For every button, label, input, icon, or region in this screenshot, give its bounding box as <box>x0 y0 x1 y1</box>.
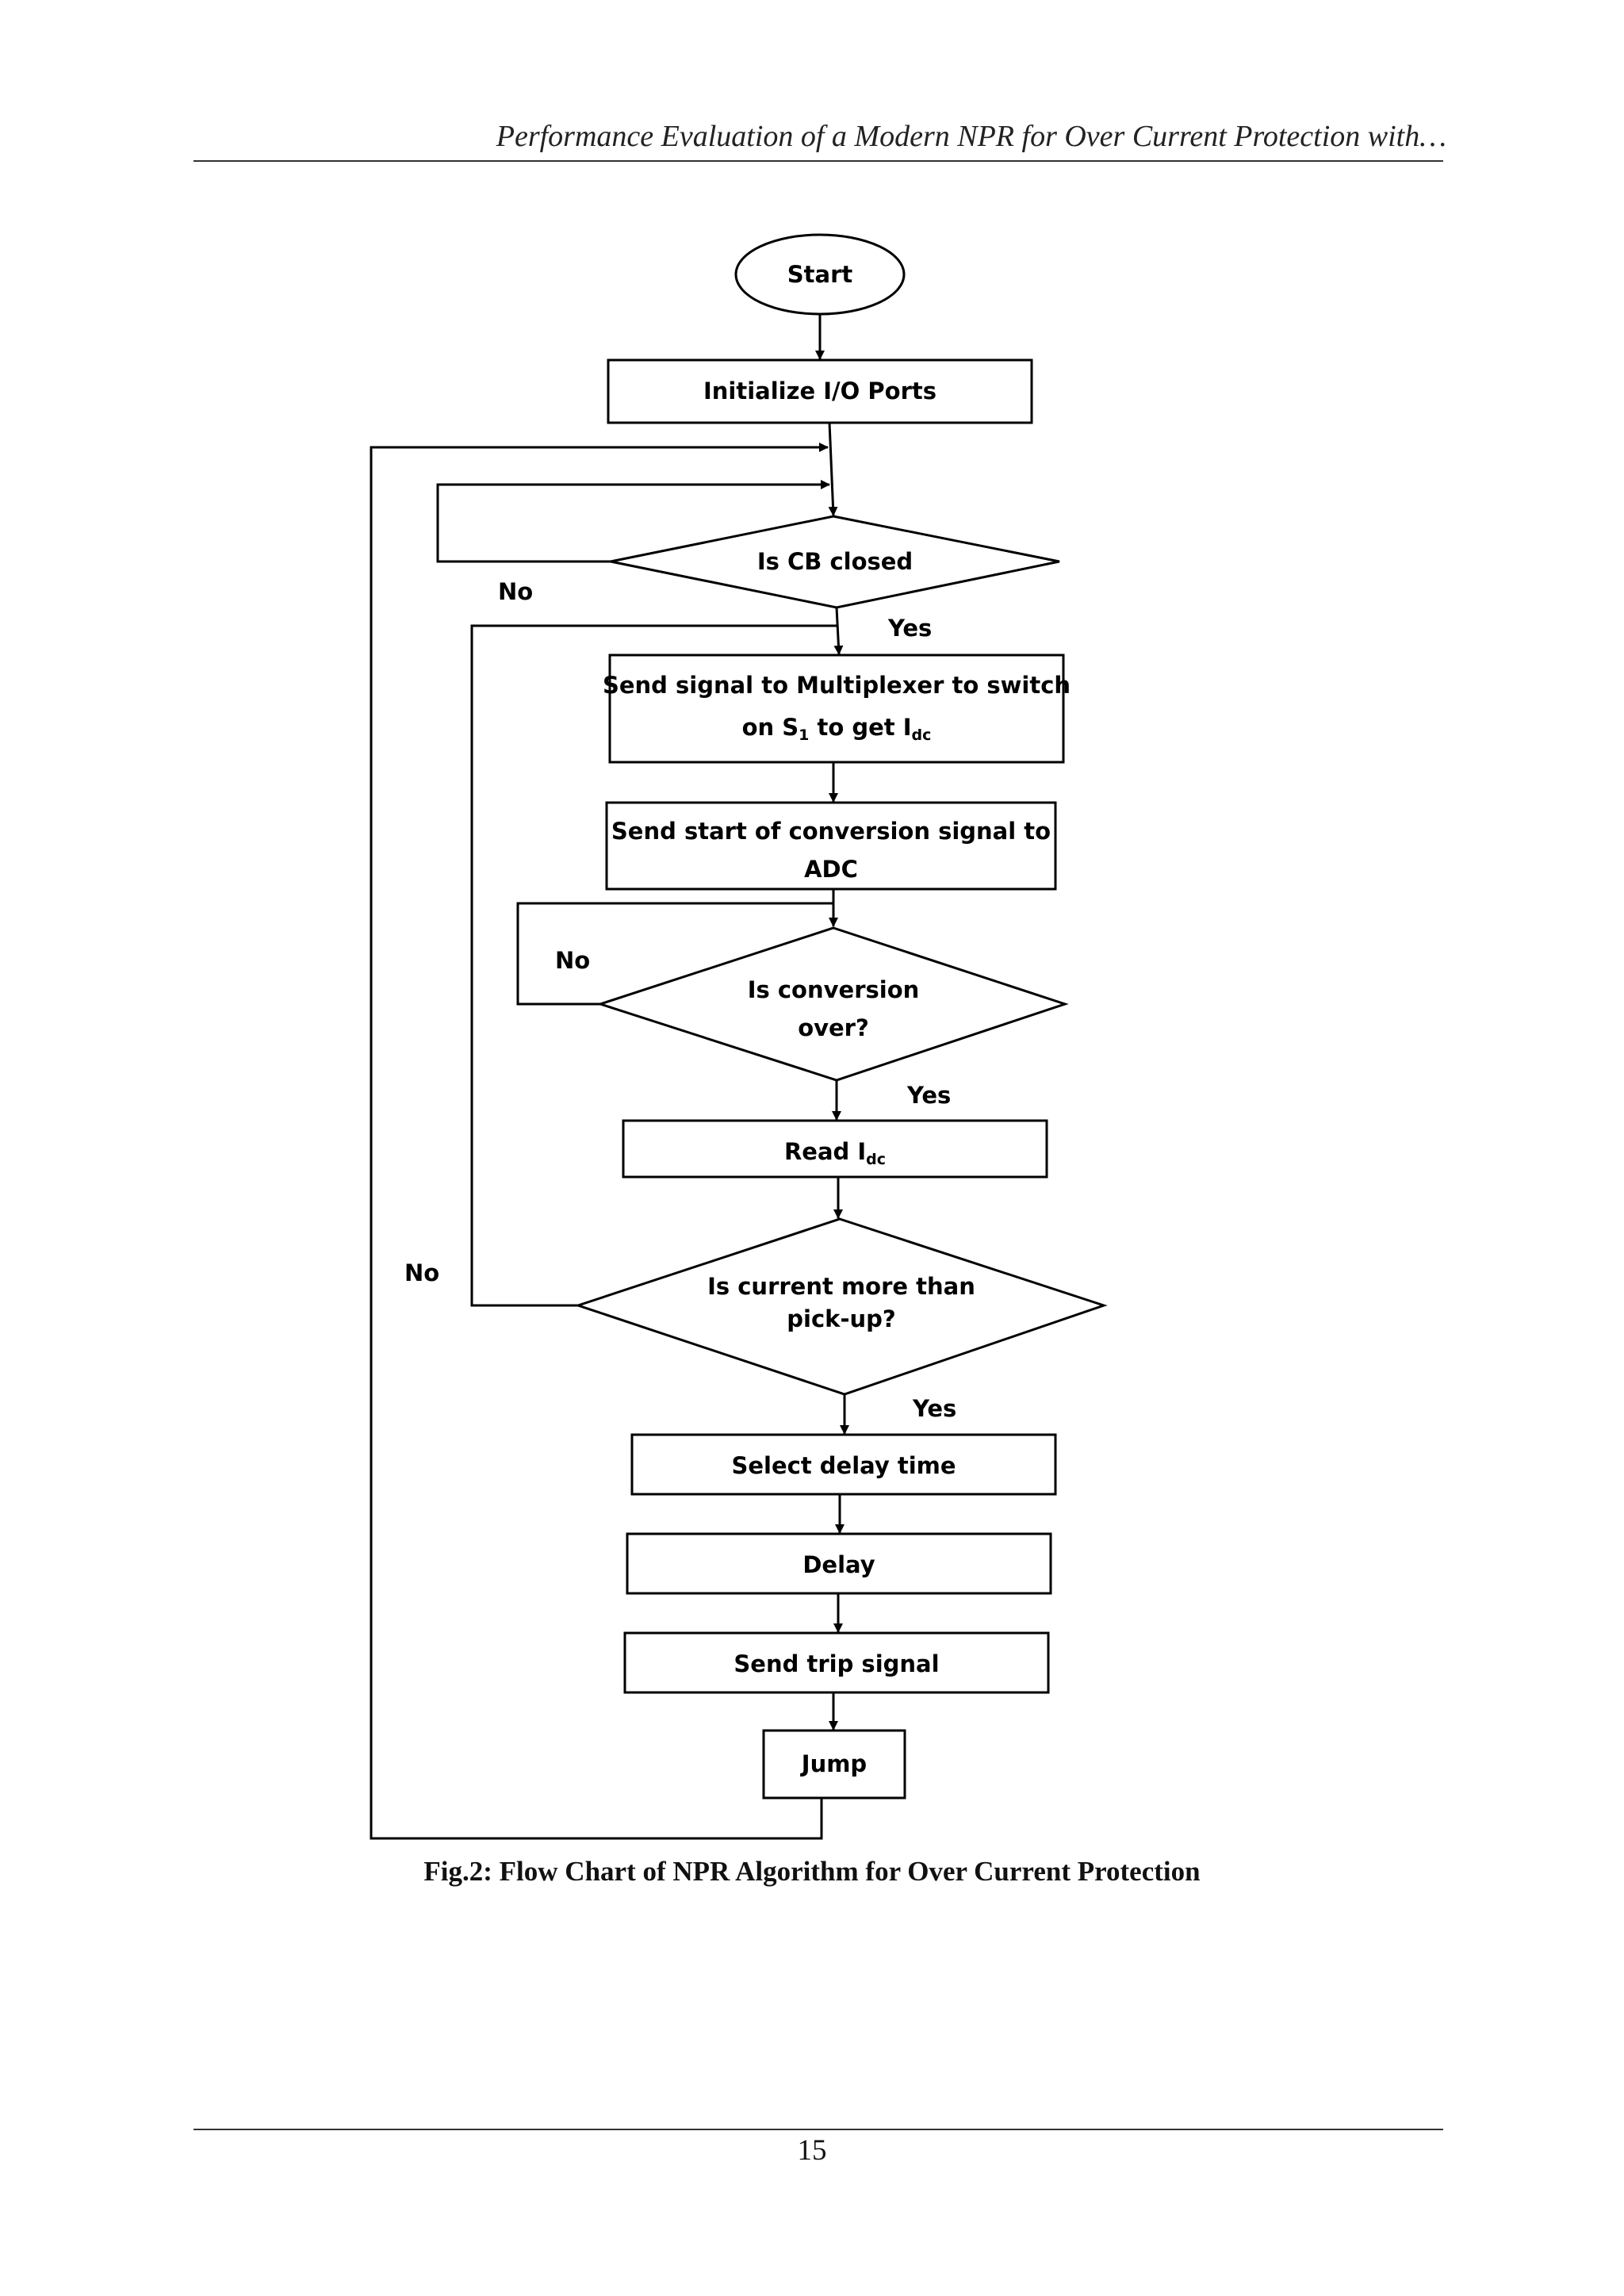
loop-pickup-no <box>470 624 837 1307</box>
pickup-line1: Is current more than <box>707 1273 975 1300</box>
init-io-ports-box <box>607 358 1033 424</box>
pickup-yes-label: Yes <box>912 1395 956 1422</box>
init-io-ports-label: Initialize I/O Ports <box>703 378 936 404</box>
conversion-line2: over? <box>798 1014 869 1041</box>
jump-label: Jump <box>800 1750 867 1777</box>
conversion-decision <box>596 926 1069 1082</box>
trip-signal-label: Send trip signal <box>733 1650 939 1677</box>
cb-closed-label: Is CB closed <box>757 548 913 575</box>
conversion-line1: Is conversion <box>748 976 920 1003</box>
conversion-yes-label: Yes <box>906 1082 951 1109</box>
running-header: Performance Evaluation of a Modern NPR f… <box>496 120 1446 153</box>
cb-no-label: No <box>498 578 533 605</box>
read-idc-label: Read Idc <box>784 1138 886 1168</box>
footer-rule <box>193 2129 1443 2130</box>
multiplexer-line2: on S1 to get Idc <box>742 714 932 744</box>
delay-label: Delay <box>802 1551 875 1578</box>
loop-jump-to-top <box>370 443 829 1840</box>
arrow-init-to-cb-decision <box>828 422 838 516</box>
multiplexer-box <box>608 654 1065 764</box>
adc-start-box <box>605 801 1057 891</box>
cb-yes-label: Yes <box>887 615 932 642</box>
header-rule <box>193 160 1443 162</box>
select-delay-label: Select delay time <box>731 1452 956 1479</box>
loop-cb-no <box>436 480 830 563</box>
multiplexer-line1: Send signal to Multiplexer to switch <box>603 672 1071 699</box>
adc-start-line1: Send start of conversion signal to <box>611 818 1051 845</box>
start-label: Start <box>787 261 853 288</box>
select-delay-box <box>630 1433 1057 1496</box>
page-number: 15 <box>797 2134 827 2167</box>
read-idc-box <box>622 1119 1048 1179</box>
pickup-line2: pick-up? <box>787 1305 895 1332</box>
figure-caption: Fig.2: Flow Chart of NPR Algorithm for O… <box>423 1856 1201 1887</box>
trip-signal-box <box>623 1631 1050 1694</box>
loop-conversion-no <box>516 902 833 1006</box>
jump-box <box>762 1729 906 1800</box>
conversion-no-label: No <box>555 947 590 974</box>
adc-start-line2: ADC <box>804 856 858 883</box>
pickup-no-label: No <box>404 1259 439 1286</box>
arrow-cb-yes-to-mux <box>833 607 844 655</box>
